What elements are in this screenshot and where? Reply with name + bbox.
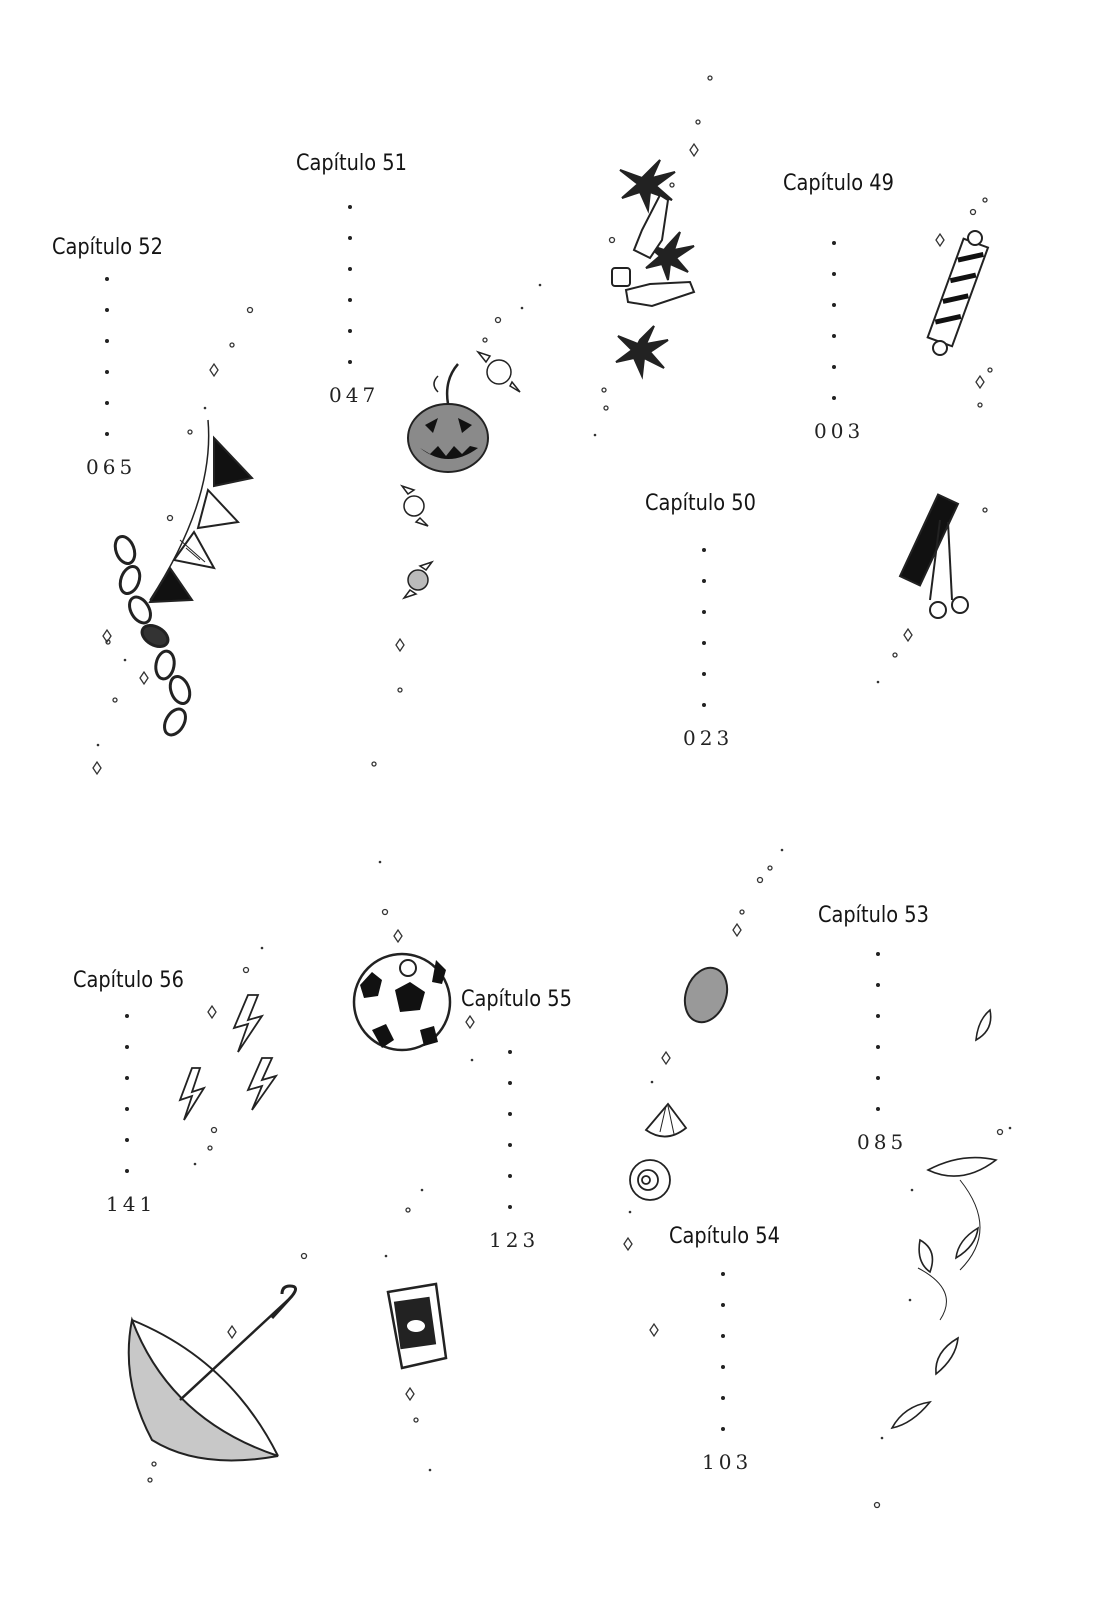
snack-bag-icon: [386, 1282, 448, 1370]
sake-bottle-icon: [611, 193, 696, 308]
comb-scissors-icon: [898, 493, 969, 619]
page-number: 085: [857, 1130, 908, 1154]
soccer-ball-icon: [352, 952, 452, 1052]
page-number: 103: [702, 1450, 753, 1474]
dot-leader: [721, 1272, 725, 1458]
dot-leader: [702, 548, 706, 734]
chapter-title: Capítulo 54: [669, 1224, 780, 1249]
dot-leader: [508, 1050, 512, 1236]
page-number: 141: [106, 1192, 157, 1216]
chapter-title: Capítulo 55: [461, 987, 572, 1012]
jack-o-lantern-icon: [407, 363, 489, 473]
chapter-title: Capítulo 53: [818, 903, 929, 928]
dot-leader: [832, 241, 836, 427]
falling-leaves-icon: [890, 1008, 998, 1430]
paper-chain-icon: [113, 534, 192, 737]
page-number: 123: [489, 1228, 540, 1252]
dot-leader: [348, 205, 352, 391]
page-number: 065: [86, 455, 137, 479]
lightning-icon: [178, 994, 279, 1121]
chapter-title: Capítulo 49: [783, 171, 894, 196]
umbrella-icon: [127, 1284, 297, 1462]
chapter-title: Capítulo 56: [73, 968, 184, 993]
bunting-flags-icon: [148, 419, 254, 604]
dot-leader: [125, 1014, 129, 1200]
page-number: 023: [683, 726, 734, 750]
pebble-icon: [683, 966, 729, 1024]
chapter-title: Capítulo 51: [296, 151, 407, 176]
dot-leader: [105, 277, 109, 463]
page-number: 003: [814, 419, 865, 443]
chapter-title: Capítulo 50: [645, 491, 756, 516]
maple-leaf-icon: [615, 159, 695, 380]
chapter-title: Capítulo 52: [52, 235, 163, 260]
barber-pole-icon: [926, 230, 990, 356]
candy-icon: [399, 350, 521, 600]
dot-leader: [876, 952, 880, 1138]
shell-icon: [629, 1102, 688, 1201]
page-number: 047: [329, 383, 380, 407]
